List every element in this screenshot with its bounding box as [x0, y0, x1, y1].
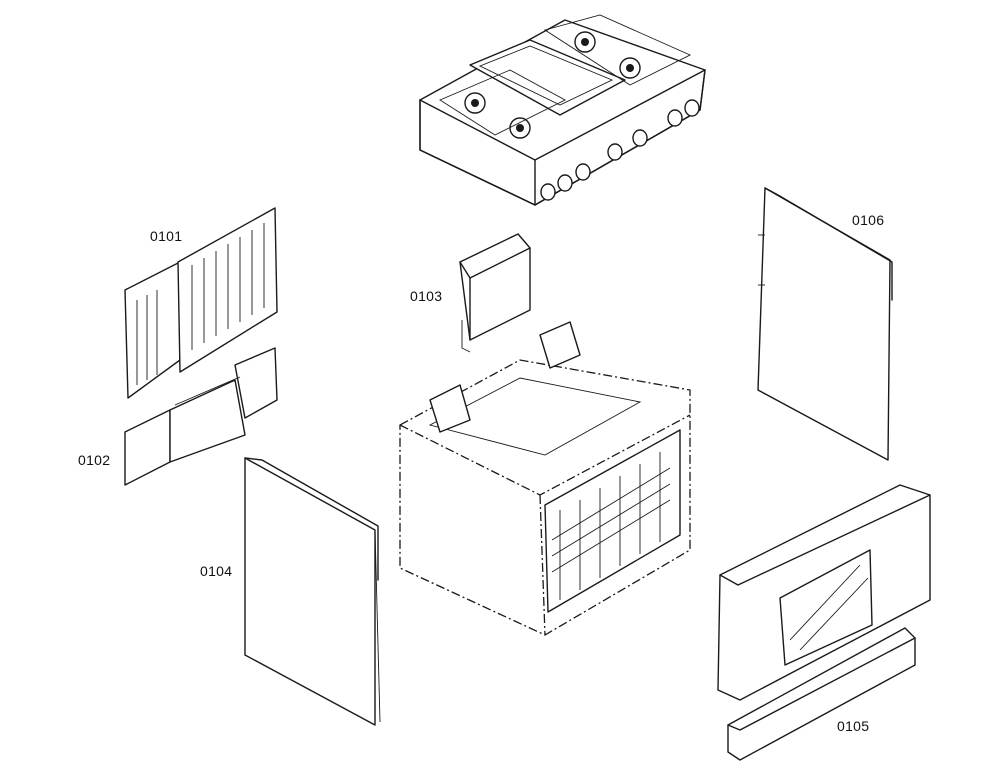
part-label-0101: 0101: [150, 228, 183, 244]
rear-vent-panel: [124, 207, 278, 399]
part-label-0105: 0105: [837, 718, 870, 734]
cooktop-assembly: [419, 14, 706, 206]
lower-rear-bracket: [124, 347, 278, 486]
part-label-0102: 0102: [78, 452, 111, 468]
side-panel: [244, 457, 381, 726]
part-label-0104: 0104: [200, 563, 233, 579]
oven-rack: [551, 452, 671, 600]
oven-body: [399, 321, 691, 636]
burner-icon: [464, 31, 641, 139]
knob-icon: [540, 99, 700, 201]
part-label-0106: 0106: [852, 212, 885, 228]
part-label-0103: 0103: [410, 288, 443, 304]
top-cover: [459, 233, 531, 353]
right-side-panel: [757, 187, 893, 461]
oven-door: [717, 484, 931, 701]
kick-panel: [727, 627, 916, 761]
